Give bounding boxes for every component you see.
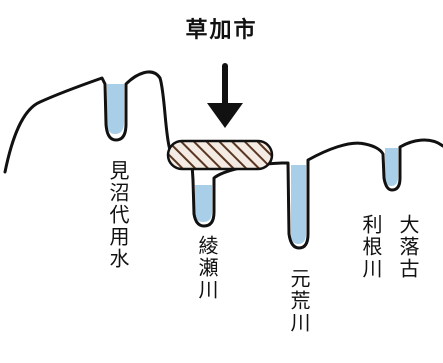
river-label-ayase: 綾瀬川 (195, 235, 219, 301)
diagram-title: 草加市 (185, 18, 258, 43)
hatched-embankment (166, 139, 274, 171)
down-arrow-icon (207, 63, 243, 128)
water-motoara (291, 165, 306, 244)
river-label-minuma: 見沼代用水 (106, 160, 130, 270)
water-ayase (195, 185, 212, 222)
river-label-furutone: 大落古 (396, 214, 420, 280)
terrain-line (3, 70, 443, 250)
water-tone (385, 148, 398, 186)
water-minuma (107, 84, 124, 134)
river-label-tone: 利根川 (359, 214, 383, 280)
river-label-motoara: 元荒川 (287, 268, 311, 334)
